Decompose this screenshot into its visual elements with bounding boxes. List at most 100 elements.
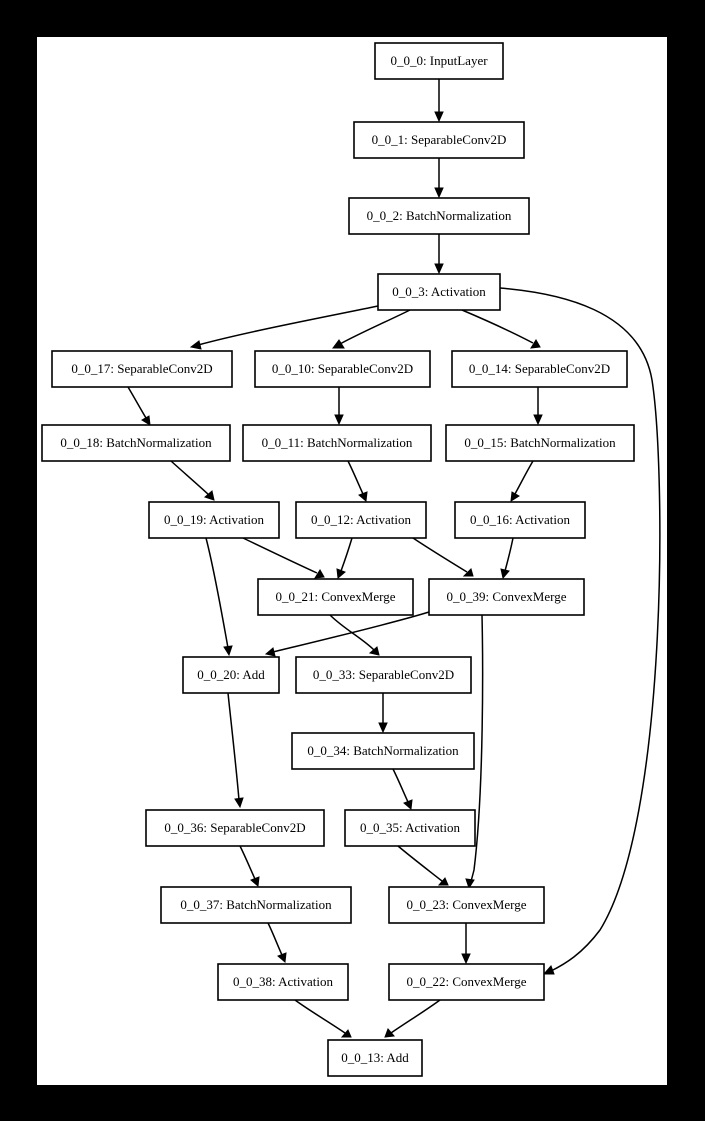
graph-node[interactable]: 0_0_39: ConvexMerge (428, 578, 585, 616)
graph-node[interactable]: 0_0_18: BatchNormalization (41, 424, 231, 462)
graph-node[interactable]: 0_0_13: Add (327, 1039, 423, 1077)
node-box[interactable] (254, 350, 431, 388)
graph-node[interactable]: 0_0_15: BatchNormalization (445, 424, 635, 462)
node-box[interactable] (41, 424, 231, 462)
node-label: 0_0_0: InputLayer (390, 53, 488, 68)
node-box[interactable] (374, 42, 504, 80)
node-box[interactable] (454, 501, 586, 539)
edge-line (390, 999, 441, 1034)
nodes-layer: 0_0_0: InputLayer 0_0_1: SeparableConv2D 0… (41, 42, 635, 1077)
edge-arrowhead-icon (403, 799, 413, 810)
edge-arrowhead-icon (141, 415, 151, 426)
node-label: 0_0_12: Activation (311, 512, 412, 527)
node-box[interactable] (182, 656, 280, 694)
graph-edge (264, 611, 430, 657)
node-label: 0_0_18: BatchNormalization (60, 435, 212, 450)
graph-node[interactable]: 0_0_38: Activation (217, 963, 349, 1001)
node-label: 0_0_16: Activation (470, 512, 571, 527)
node-label: 0_0_2: BatchNormalization (367, 208, 512, 223)
graph-node[interactable]: 0_0_3: Activation (377, 273, 501, 311)
node-box[interactable] (295, 501, 427, 539)
graph-edge (267, 922, 287, 963)
edge-line (499, 287, 661, 972)
node-box[interactable] (242, 424, 432, 462)
graph-edge (205, 537, 233, 657)
graph-edge (412, 537, 474, 577)
node-label: 0_0_14: SeparableConv2D (469, 361, 610, 376)
edge-line (514, 460, 534, 495)
node-box[interactable] (145, 809, 325, 847)
graph-node[interactable]: 0_0_20: Add (182, 656, 280, 694)
node-box[interactable] (257, 578, 414, 616)
graph-node[interactable]: 0_0_19: Activation (148, 501, 280, 539)
graph-node[interactable]: 0_0_16: Activation (454, 501, 586, 539)
edge-line (397, 845, 443, 882)
node-label: 0_0_35: Activation (360, 820, 461, 835)
edge-line (392, 768, 409, 803)
edge-arrowhead-icon (234, 797, 244, 809)
node-label: 0_0_13: Add (341, 1050, 409, 1065)
node-box[interactable] (295, 656, 472, 694)
edge-arrowhead-icon (437, 877, 449, 886)
edge-line (242, 537, 318, 574)
node-box[interactable] (51, 350, 233, 388)
graph-edge (329, 614, 380, 656)
edge-line (227, 692, 240, 801)
graph-node[interactable]: 0_0_36: SeparableConv2D (145, 809, 325, 847)
node-box[interactable] (428, 578, 585, 616)
node-box[interactable] (344, 809, 476, 847)
edge-arrowhead-icon (533, 414, 543, 426)
graph-edge (510, 460, 534, 502)
edge-arrowhead-icon (336, 568, 346, 579)
node-label: 0_0_3: Activation (392, 284, 486, 299)
graph-edge (127, 386, 151, 426)
graph-edge (465, 614, 484, 890)
node-box[interactable] (327, 1039, 423, 1077)
graph-node[interactable]: 0_0_0: InputLayer (374, 42, 504, 80)
graph-node[interactable]: 0_0_11: BatchNormalization (242, 424, 432, 462)
node-box[interactable] (148, 501, 280, 539)
graph-node[interactable]: 0_0_21: ConvexMerge (257, 578, 414, 616)
graph-node[interactable]: 0_0_14: SeparableConv2D (451, 350, 628, 388)
graph-node[interactable]: 0_0_12: Activation (295, 501, 427, 539)
edge-arrowhead-icon (434, 263, 444, 275)
node-label: 0_0_23: ConvexMerge (407, 897, 527, 912)
graph-node[interactable]: 0_0_17: SeparableConv2D (51, 350, 233, 388)
node-box[interactable] (217, 963, 349, 1001)
graph-edge (434, 234, 444, 275)
node-box[interactable] (291, 732, 475, 770)
node-box[interactable] (353, 121, 525, 159)
graph-edge (384, 999, 441, 1038)
graph-node[interactable]: 0_0_2: BatchNormalization (348, 197, 530, 235)
node-label: 0_0_37: BatchNormalization (180, 897, 332, 912)
node-box[interactable] (388, 963, 545, 1001)
node-box[interactable] (377, 273, 501, 311)
edge-line (197, 305, 379, 346)
graph-node[interactable]: 0_0_10: SeparableConv2D (254, 350, 431, 388)
edge-arrowhead-icon (250, 876, 260, 887)
graph-node[interactable]: 0_0_33: SeparableConv2D (295, 656, 472, 694)
edges-layer (127, 79, 661, 1038)
edge-arrowhead-icon (340, 1029, 352, 1038)
edge-line (272, 611, 430, 653)
graph-edge (332, 309, 411, 349)
node-label: 0_0_36: SeparableConv2D (164, 820, 305, 835)
node-box[interactable] (388, 886, 545, 924)
graph-node[interactable]: 0_0_1: SeparableConv2D (353, 121, 525, 159)
edge-line (339, 309, 411, 345)
edge-line (504, 537, 514, 572)
node-box[interactable] (160, 886, 352, 924)
graph-edge (533, 387, 543, 426)
graph-edge (434, 79, 444, 123)
graph-node[interactable]: 0_0_37: BatchNormalization (160, 886, 352, 924)
graph-node[interactable]: 0_0_22: ConvexMerge (388, 963, 545, 1001)
graph-edge (461, 309, 541, 349)
edge-line (170, 460, 210, 496)
graph-node[interactable]: 0_0_34: BatchNormalization (291, 732, 475, 770)
node-box[interactable] (348, 197, 530, 235)
node-box[interactable] (445, 424, 635, 462)
graph-node[interactable]: 0_0_35: Activation (344, 809, 476, 847)
node-box[interactable] (451, 350, 628, 388)
graph-node[interactable]: 0_0_23: ConvexMerge (388, 886, 545, 924)
